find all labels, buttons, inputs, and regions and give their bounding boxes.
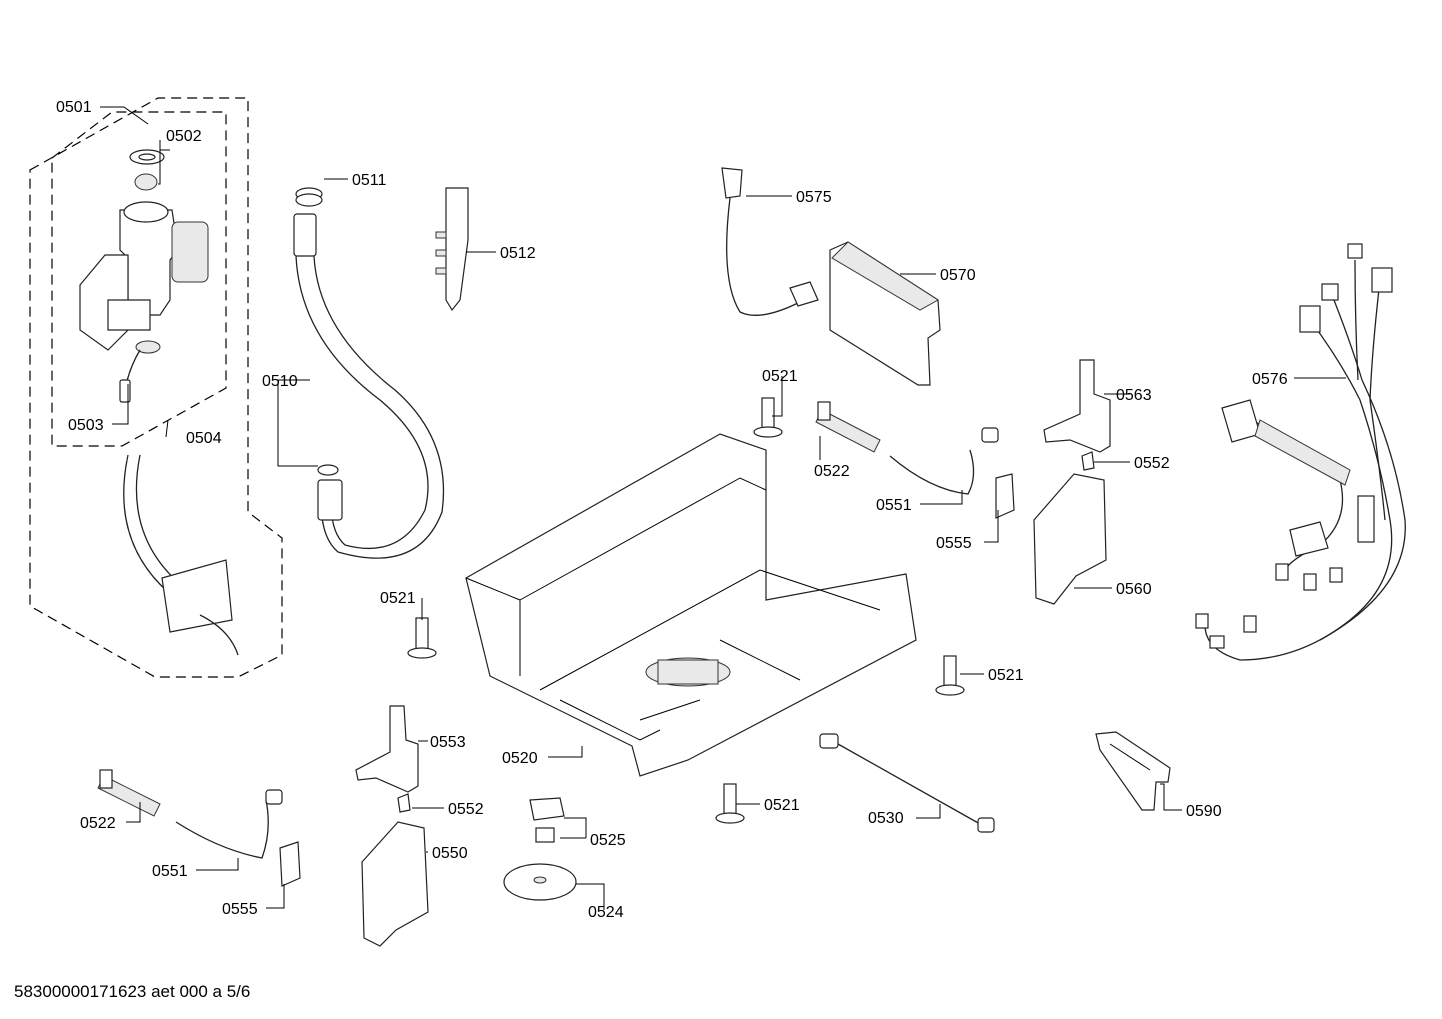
cable-part	[889, 427, 999, 495]
callout-0504: 0504	[186, 430, 222, 447]
callout-0521-top: 0521	[762, 368, 798, 385]
callout-0512: 0512	[500, 245, 536, 262]
callout-0503: 0503	[68, 417, 104, 434]
callout-0524: 0524	[588, 904, 624, 921]
spring-part	[815, 401, 881, 453]
callout-0563: 0563	[1116, 387, 1152, 404]
callout-0525: 0525	[590, 832, 626, 849]
callout-0553: 0553	[430, 734, 466, 751]
power-cord-part	[721, 167, 819, 316]
callout-0501: 0501	[56, 99, 92, 116]
callout-0522-right: 0522	[814, 463, 850, 480]
leveling-foot-part	[935, 655, 965, 696]
wiring-harness-part	[1195, 243, 1406, 661]
callout-0570: 0570	[940, 267, 976, 284]
callout-0560: 0560	[1116, 581, 1152, 598]
callout-0511: 0511	[352, 172, 387, 189]
cable-holder-part	[435, 187, 469, 312]
callout-0551-left: 0551	[152, 863, 188, 880]
callout-0510: 0510	[262, 373, 298, 390]
drain-hose-part	[293, 213, 445, 559]
callout-0521-left: 0521	[380, 590, 416, 607]
callout-0551-right: 0551	[876, 497, 912, 514]
clip-part	[397, 793, 411, 813]
callout-0552-right: 0552	[1134, 455, 1170, 472]
control-module-part	[829, 241, 941, 386]
seal-ring-part	[129, 149, 165, 191]
callout-0550: 0550	[432, 845, 468, 862]
cable-part	[175, 789, 283, 859]
leader-lines	[100, 106, 1346, 910]
clip-part	[1081, 451, 1095, 471]
callout-0520: 0520	[502, 750, 538, 767]
hinge-bracket-part	[355, 705, 419, 793]
leveling-foot-part	[715, 783, 745, 824]
cable-part	[819, 733, 995, 833]
leveling-foot-part	[407, 617, 437, 659]
callout-0522-left: 0522	[80, 815, 116, 832]
callout-0576: 0576	[1252, 371, 1288, 388]
latch-part	[279, 841, 301, 887]
assembly-group-outline-0501	[29, 97, 283, 678]
callout-0530: 0530	[868, 810, 904, 827]
document-id-footer: 58300000171623 aet 000 a 5/6	[14, 982, 251, 1001]
hinge-bracket-part	[1043, 359, 1111, 453]
sensor-part	[529, 797, 565, 843]
base-tub-part	[465, 433, 917, 777]
callout-0521-right: 0521	[988, 667, 1024, 684]
leveling-foot-part	[753, 397, 783, 438]
callout-0575: 0575	[796, 189, 832, 206]
water-valve-part	[79, 201, 209, 403]
hinge-bracket-part	[1033, 473, 1107, 605]
callout-0552-left: 0552	[448, 801, 484, 818]
cover-panel-part	[1095, 731, 1171, 811]
hose-clamp-part	[295, 187, 339, 476]
callout-0555-left: 0555	[222, 901, 258, 918]
aquastop-hose-part	[123, 454, 239, 656]
callout-0521-bottom: 0521	[764, 797, 800, 814]
latch-part	[995, 473, 1015, 519]
callout-0555-right: 0555	[936, 535, 972, 552]
callout-labels: 0501 0502 0503 0504 0510 0511 0512 0575 …	[56, 99, 1288, 921]
callout-0590: 0590	[1186, 803, 1222, 820]
float-disc-part	[503, 863, 577, 901]
callout-0502: 0502	[166, 128, 202, 145]
hinge-bracket-part	[361, 821, 429, 947]
spring-part	[97, 769, 161, 817]
